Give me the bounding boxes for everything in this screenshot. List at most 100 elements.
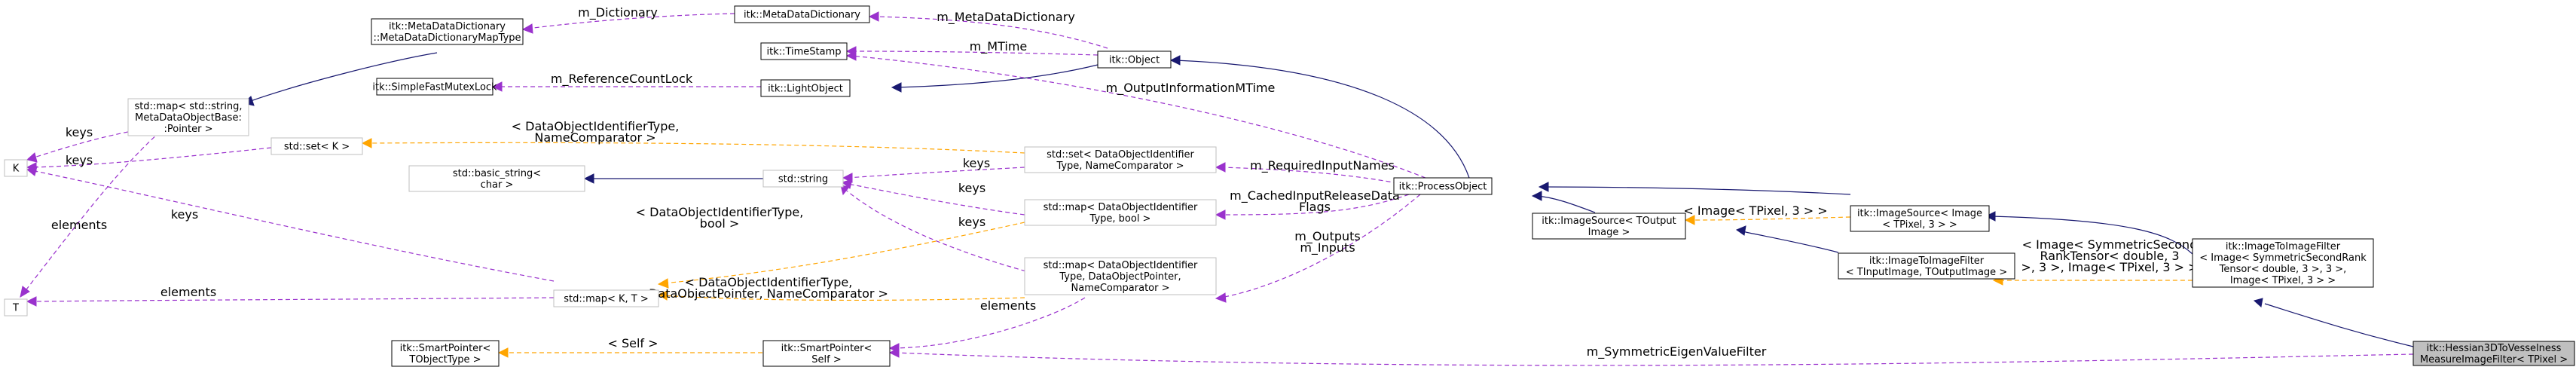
label-elements-smartpointer: elements bbox=[980, 298, 1036, 313]
edge-label-line: m_ReferenceCountLock bbox=[551, 72, 693, 87]
label-keys-stdset: keys bbox=[66, 153, 93, 167]
node-label-line: < Image< SymmetricSecondRank bbox=[2199, 252, 2367, 264]
edge-label-line: keys bbox=[958, 215, 985, 229]
label-m-output-information-mtime: m_OutputInformationMTime bbox=[1106, 81, 1276, 96]
label-m-mtime: m_MTime bbox=[970, 39, 1028, 54]
node-stdmap-dataobjectidentifier-pointer[interactable]: std::map< DataObjectIdentifierType, Data… bbox=[1024, 257, 1217, 295]
node-label-line: < TInputImage, TOutputImage > bbox=[1846, 267, 2007, 278]
edge-usage-keys-metamap bbox=[26, 131, 129, 163]
edge-template-image-tpixel bbox=[1684, 215, 1851, 225]
edge-label-line: bool > bbox=[700, 216, 740, 231]
node-label-line: TObjectType > bbox=[408, 354, 481, 365]
node-hessian3d-vesselness-filter[interactable]: itk::Hessian3DToVesselnessMeasureImageFi… bbox=[2413, 341, 2575, 366]
label-keys-mapbool: keys bbox=[958, 181, 985, 195]
node-label-line: char > bbox=[481, 179, 514, 191]
node-basic-string-char[interactable]: std::basic_string<char > bbox=[408, 165, 585, 192]
edge-label-line: NameComparator > bbox=[534, 130, 655, 145]
edge-label-line: < DataObjectIdentifierType, bbox=[512, 119, 680, 133]
node-object[interactable]: itk::Object bbox=[1097, 50, 1172, 69]
edge-label-line: m_Outputs bbox=[1294, 229, 1361, 244]
node-stdset-dataobjectidentifier[interactable]: std::set< DataObjectIdentifierType, Name… bbox=[1024, 146, 1217, 173]
edge-usage-keys-mapptr bbox=[840, 185, 1056, 280]
node-stdmap-dataobjectidentifier-bool[interactable]: std::map< DataObjectIdentifierType, bool… bbox=[1024, 199, 1217, 226]
edge-label-line: m_MTime bbox=[970, 39, 1028, 54]
edge-inherit-string-to-basicstring bbox=[583, 173, 763, 184]
node-label-line: std::map< std::string, bbox=[134, 101, 242, 112]
node-label-line: std::set< K > bbox=[284, 142, 350, 153]
label-self-template: < Self > bbox=[607, 336, 658, 350]
label-m-symmetric-eigenvalue-filter: m_SymmetricEigenValueFilter bbox=[1587, 344, 1767, 359]
node-label-line: itk::ImageSource< TOutput bbox=[1542, 216, 1676, 227]
node-processobject[interactable]: itk::ProcessObject bbox=[1393, 177, 1493, 195]
edge-label-line: elements bbox=[980, 298, 1036, 313]
node-label-line: K bbox=[13, 164, 20, 175]
label-keys-mapkt: keys bbox=[171, 207, 198, 222]
edge-inherit-imagesource-image-to-processobject bbox=[1538, 182, 1851, 195]
edge-usage-keys-stdset bbox=[26, 147, 272, 173]
edge-label-line: m_Inputs bbox=[1300, 240, 1355, 255]
edge-label-line: < Image< TPixel, 3 > > bbox=[1683, 203, 1827, 218]
node-metadatadictionary[interactable]: itk::MetaDataDictionary bbox=[734, 5, 870, 23]
label-keys-mapptr: keys bbox=[958, 215, 985, 229]
node-metadatadictionary-maptype[interactable]: itk::MetaDataDictionary::MetaDataDiction… bbox=[371, 18, 524, 45]
node-smartpointer-self[interactable]: itk::SmartPointer<Self > bbox=[762, 340, 891, 367]
node-simplefastmutexlock[interactable]: itk::SimpleFastMutexLock bbox=[372, 78, 497, 96]
node-label-line: itk::ImageToImageFilter bbox=[1869, 255, 1985, 267]
node-stdmap-string-metadataobject[interactable]: std::map< std::string,MetaDataObjectBase… bbox=[127, 98, 249, 136]
node-label-line: itk::ProcessObject bbox=[1399, 182, 1487, 193]
node-label-line: itk::Object bbox=[1109, 55, 1160, 66]
node-label-line: std::set< DataObjectIdentifier bbox=[1047, 149, 1194, 161]
node-label-line: Type, DataObjectPointer, bbox=[1059, 271, 1181, 283]
node-lightobject[interactable]: itk::LightObject bbox=[760, 79, 851, 97]
edge-usage-outputs-inputs bbox=[1215, 194, 1421, 303]
node-t[interactable]: T bbox=[4, 298, 28, 317]
edge-label-line: DataObjectPointer, NameComparator > bbox=[649, 286, 888, 301]
node-smartpointer-tobjecttype[interactable]: itk::SmartPointer<TObjectType > bbox=[391, 340, 500, 367]
label-m-dictionary: m_Dictionary bbox=[578, 5, 658, 20]
node-label-line: NameComparator > bbox=[1071, 283, 1170, 294]
edge-label-line: keys bbox=[963, 156, 990, 170]
node-imagesource-image[interactable]: itk::ImageSource< Image< TPixel, 3 > > bbox=[1850, 205, 1990, 232]
node-label-line: Self > bbox=[811, 354, 841, 365]
node-label-line: < TPixel, 3 > > bbox=[1882, 219, 1957, 231]
node-label-line: Image > bbox=[1588, 227, 1630, 238]
label-elements-mapkt: elements bbox=[160, 285, 216, 299]
node-stdset-k[interactable]: std::set< K > bbox=[270, 137, 363, 155]
node-stdmap-k-t[interactable]: std::map< K, T > bbox=[553, 289, 659, 307]
edge-label-line: Flags bbox=[1299, 200, 1331, 214]
node-imagesource-toutput[interactable]: itk::ImageSource< TOutputImage > bbox=[1532, 213, 1686, 240]
edge-label-line: < DataObjectIdentifierType, bbox=[636, 205, 804, 219]
edge-label-line: m_MetaDataDictionary bbox=[937, 10, 1075, 25]
edge-inherit-object-to-lightobject bbox=[891, 64, 1099, 93]
edge-template-image-sym bbox=[1992, 275, 2193, 286]
edge-usage-cached-flags bbox=[1215, 194, 1410, 220]
edge-template-set bbox=[361, 138, 1025, 154]
node-label-line: Tensor< double, 3 >, 3 >, bbox=[2219, 264, 2347, 275]
node-timestamp[interactable]: itk::TimeStamp bbox=[760, 42, 848, 60]
node-k[interactable]: K bbox=[4, 159, 28, 177]
node-std-string[interactable]: std::string bbox=[762, 170, 844, 188]
label-m-metadatadictionary: m_MetaDataDictionary bbox=[937, 10, 1075, 25]
node-label-line: Image< TPixel, 3 > > bbox=[2230, 275, 2336, 286]
node-label-line: itk::TimeStamp bbox=[766, 47, 841, 58]
edge-usage-elements-smartpointer bbox=[888, 297, 1086, 353]
edge-usage-keys-mapkt bbox=[26, 166, 555, 282]
node-imagetoimagefilter-symmetric[interactable]: itk::ImageToImageFilter< Image< Symmetri… bbox=[2192, 238, 2374, 288]
edge-label-line: >, 3 >, Image< TPixel, 3 > > bbox=[2021, 260, 2198, 274]
edge-usage-reference-count-lock bbox=[491, 81, 761, 92]
edge-label-line: RankTensor< double, 3 bbox=[2040, 249, 2179, 263]
edge-usage-keys-mapbool bbox=[841, 179, 1025, 216]
node-label-line: itk::SmartPointer< bbox=[781, 343, 872, 354]
edge-inherit-target-to-imagetoimagefilter-sym bbox=[2253, 298, 2414, 347]
edge-inherit-imagetoimagefilter-t-to-imagesource-t bbox=[1735, 225, 1839, 253]
node-imagetoimagefilter-t[interactable]: itk::ImageToImageFilter< TInputImage, TO… bbox=[1838, 252, 2015, 280]
node-label-line: MetaDataObjectBase: bbox=[135, 112, 242, 124]
edge-label-line: keys bbox=[66, 125, 93, 139]
node-label-line: itk::LightObject bbox=[768, 84, 843, 95]
edge-label-line: elements bbox=[160, 285, 216, 299]
node-label-line: Type, bool > bbox=[1089, 213, 1151, 225]
edge-label-line: < DataObjectIdentifierType, bbox=[685, 275, 853, 289]
